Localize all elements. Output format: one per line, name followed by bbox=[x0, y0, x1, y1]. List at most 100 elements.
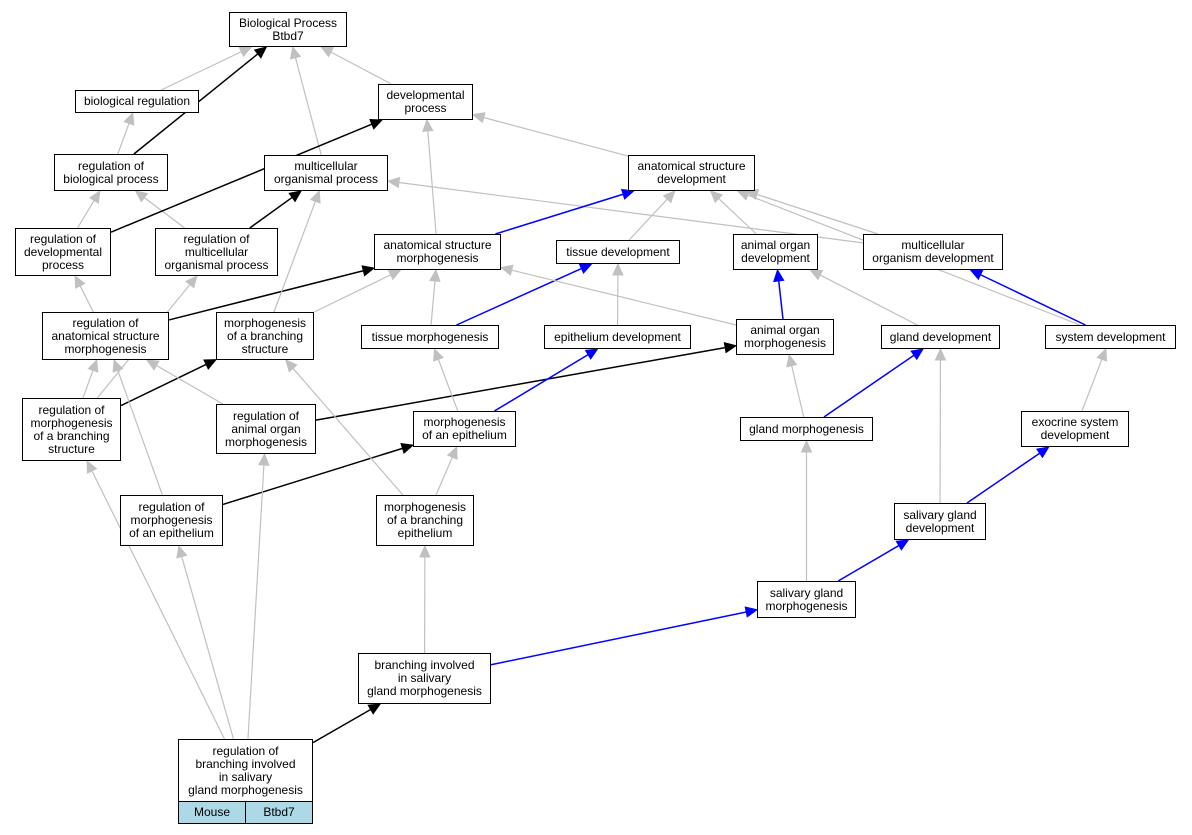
node-biological-process[interactable]: Biological Process Btbd7 bbox=[229, 12, 347, 47]
edge-regmoe-to-moe bbox=[222, 447, 403, 506]
node-tissue-morphogenesis[interactable]: tissue morphogenesis bbox=[361, 325, 499, 349]
node-regulation-of-developmental-process[interactable]: regulation of developmental process bbox=[15, 228, 111, 276]
node-animal-organ-morphogenesis[interactable]: animal organ morphogenesis bbox=[736, 319, 834, 355]
node-branching-involved-in-salivary-gland-morphogenesis[interactable]: branching involved in salivary gland mor… bbox=[358, 653, 491, 704]
node-morphogenesis-of-a-branching-epithelium[interactable]: morphogenesis of a branching epithelium bbox=[376, 495, 474, 546]
edge-regmbs-to-regasm bbox=[82, 370, 94, 399]
arrowhead-mop-to-bp bbox=[289, 45, 302, 60]
edge-mbs-to-mop bbox=[273, 201, 316, 313]
arrowhead-sgm-to-glandm bbox=[800, 439, 813, 453]
edge-bioreg-to-bp bbox=[160, 51, 242, 91]
edge-asm-to-asd bbox=[495, 193, 624, 235]
node-tissue-development[interactable]: tissue development bbox=[556, 240, 680, 264]
edge-regasm-to-regdev bbox=[79, 285, 94, 313]
edge-regdev-to-devproc bbox=[110, 123, 373, 233]
root-node-annotation-row: Mouse Btbd7 bbox=[179, 801, 312, 823]
node-animal-organ-development[interactable]: animal organ development bbox=[733, 234, 818, 270]
arrowhead-regaom-to-aom bbox=[723, 342, 738, 354]
node-multicellular-organism-development[interactable]: multicellular organism development bbox=[863, 234, 1003, 270]
arrowhead-regmop-to-mop bbox=[288, 190, 303, 203]
edge-mop-to-bp bbox=[294, 57, 322, 156]
node-anatomical-structure-development[interactable]: anatomical structure development bbox=[628, 155, 755, 191]
edge-asd-to-devproc bbox=[483, 116, 629, 157]
arrowhead-mod-to-mop bbox=[386, 176, 401, 189]
edge-bisgm-to-sgm bbox=[490, 611, 747, 666]
node-regulation-of-animal-organ-morphogenesis[interactable]: regulation of animal organ morphogenesis bbox=[216, 404, 316, 454]
arrowhead-regmoe-to-regasm bbox=[112, 358, 124, 373]
node-gland-development[interactable]: gland development bbox=[881, 325, 1000, 349]
arrowhead-regbp-to-bp bbox=[253, 46, 268, 59]
arrowhead-root-to-bisgm bbox=[367, 703, 382, 715]
arrowhead-regasm-to-regdev bbox=[74, 274, 86, 289]
edge-regmop-to-regbp bbox=[143, 197, 186, 229]
edge-tism-to-tisdev bbox=[456, 267, 582, 326]
node-morphogenesis-of-a-branching-structure[interactable]: morphogenesis of a branching structure bbox=[216, 312, 314, 360]
edge-asm-to-devproc bbox=[427, 130, 437, 235]
arrowhead-mbe-to-moe bbox=[446, 445, 458, 460]
node-system-development[interactable]: system development bbox=[1045, 325, 1176, 349]
arrowhead-regbp-to-bioreg bbox=[123, 111, 135, 126]
edge-regmbs-to-mbs bbox=[120, 363, 207, 407]
node-epithelium-development[interactable]: epithelium development bbox=[544, 325, 691, 349]
edge-devproc-to-bp bbox=[330, 51, 392, 85]
arrowhead-mbs-to-mop bbox=[309, 189, 321, 204]
arrowhead-devproc-to-bp bbox=[320, 46, 335, 58]
arrowhead-root-to-regmoe bbox=[176, 544, 188, 559]
node-regulation-of-morphogenesis-of-a-branching-structure[interactable]: regulation of morphogenesis of a branchi… bbox=[22, 398, 121, 461]
arrowhead-glandm-to-glanddev bbox=[910, 348, 925, 361]
edge-glandm-to-glanddev bbox=[823, 354, 915, 418]
edge-mbs-to-asm bbox=[313, 274, 391, 313]
edge-regasm-to-asm bbox=[168, 270, 364, 321]
edge-aom-to-asm bbox=[511, 269, 737, 326]
arrowhead-bisgm-to-sgm bbox=[744, 606, 759, 618]
edge-regaom-to-aom bbox=[315, 346, 726, 421]
arrowhead-regaom-to-regasm bbox=[145, 359, 160, 371]
node-regulation-of-morphogenesis-of-an-epithelium[interactable]: regulation of morphogenesis of an epithe… bbox=[120, 495, 223, 546]
arrowhead-sgm-to-sgd bbox=[895, 539, 910, 551]
arrowhead-asm-to-devproc bbox=[422, 118, 434, 132]
edge-root-to-bisgm bbox=[312, 708, 372, 744]
arrowhead-mbe-to-mbs bbox=[285, 359, 298, 373]
edge-root-to-regmoe bbox=[181, 556, 235, 740]
node-salivary-gland-morphogenesis[interactable]: salivary gland morphogenesis bbox=[757, 581, 856, 618]
edge-glanddev-to-aodev bbox=[819, 274, 918, 326]
edge-sgm-to-sgd bbox=[837, 544, 900, 582]
arrowhead-root-to-regmbs bbox=[86, 459, 98, 474]
arrowhead-regdev-to-regbp bbox=[88, 189, 101, 204]
node-biological-regulation[interactable]: biological regulation bbox=[75, 90, 199, 113]
arrowhead-sysdev-to-asd bbox=[736, 189, 751, 201]
node-regulation-of-biological-process[interactable]: regulation of biological process bbox=[54, 154, 168, 191]
edge-sysdev-to-mod bbox=[980, 274, 1086, 326]
gene-cell: Btbd7 bbox=[245, 802, 312, 823]
arrowhead-aom-to-aodev bbox=[773, 268, 785, 283]
arrowhead-glandm-to-aom bbox=[786, 353, 798, 368]
arrowhead-regmoe-to-moe bbox=[400, 442, 415, 455]
edge-aodev-to-asd bbox=[718, 198, 757, 235]
node-anatomical-structure-morphogenesis[interactable]: anatomical structure morphogenesis bbox=[374, 234, 501, 270]
edge-regbp-to-bioreg bbox=[117, 123, 130, 155]
edge-mbe-to-mbs bbox=[292, 367, 404, 496]
edge-sgd-to-exsys bbox=[966, 452, 1041, 504]
arrowhead-tisdev-to-asd bbox=[662, 190, 676, 204]
arrowhead-bioreg-to-bp bbox=[238, 46, 253, 58]
node-regulation-of-multicellular-organismal-process[interactable]: regulation of multicellular organismal p… bbox=[155, 228, 278, 276]
arrowhead-aodev-to-asd bbox=[709, 190, 723, 204]
edge-aom-to-aodev bbox=[777, 280, 784, 320]
node-root-regulation-of-branching-involved-in-salivary-gland-morphogenesis[interactable]: regulation of branching involved in sali… bbox=[178, 739, 313, 824]
node-multicellular-organismal-process[interactable]: multicellular organismal process bbox=[264, 155, 388, 191]
arrowhead-epidev-to-tisdev bbox=[612, 262, 624, 276]
node-developmental-process[interactable]: developmental process bbox=[378, 84, 473, 120]
node-gland-morphogenesis[interactable]: gland morphogenesis bbox=[740, 417, 873, 441]
edge-root-to-regmbs bbox=[91, 470, 226, 740]
node-regulation-of-anatomical-structure-morphogenesis[interactable]: regulation of anatomical structure morph… bbox=[42, 312, 169, 360]
node-salivary-gland-development[interactable]: salivary gland development bbox=[894, 503, 986, 540]
edge-moe-to-tism bbox=[437, 359, 459, 412]
arrowhead-tism-to-tisdev bbox=[578, 263, 593, 275]
edge-mod-to-asd bbox=[756, 193, 879, 235]
node-morphogenesis-of-an-epithelium[interactable]: morphogenesis of an epithelium bbox=[413, 411, 516, 447]
edge-mod-to-mop bbox=[398, 181, 864, 244]
arrowhead-asm-to-asd bbox=[620, 188, 635, 200]
node-exocrine-system-development[interactable]: exocrine system development bbox=[1021, 411, 1129, 447]
